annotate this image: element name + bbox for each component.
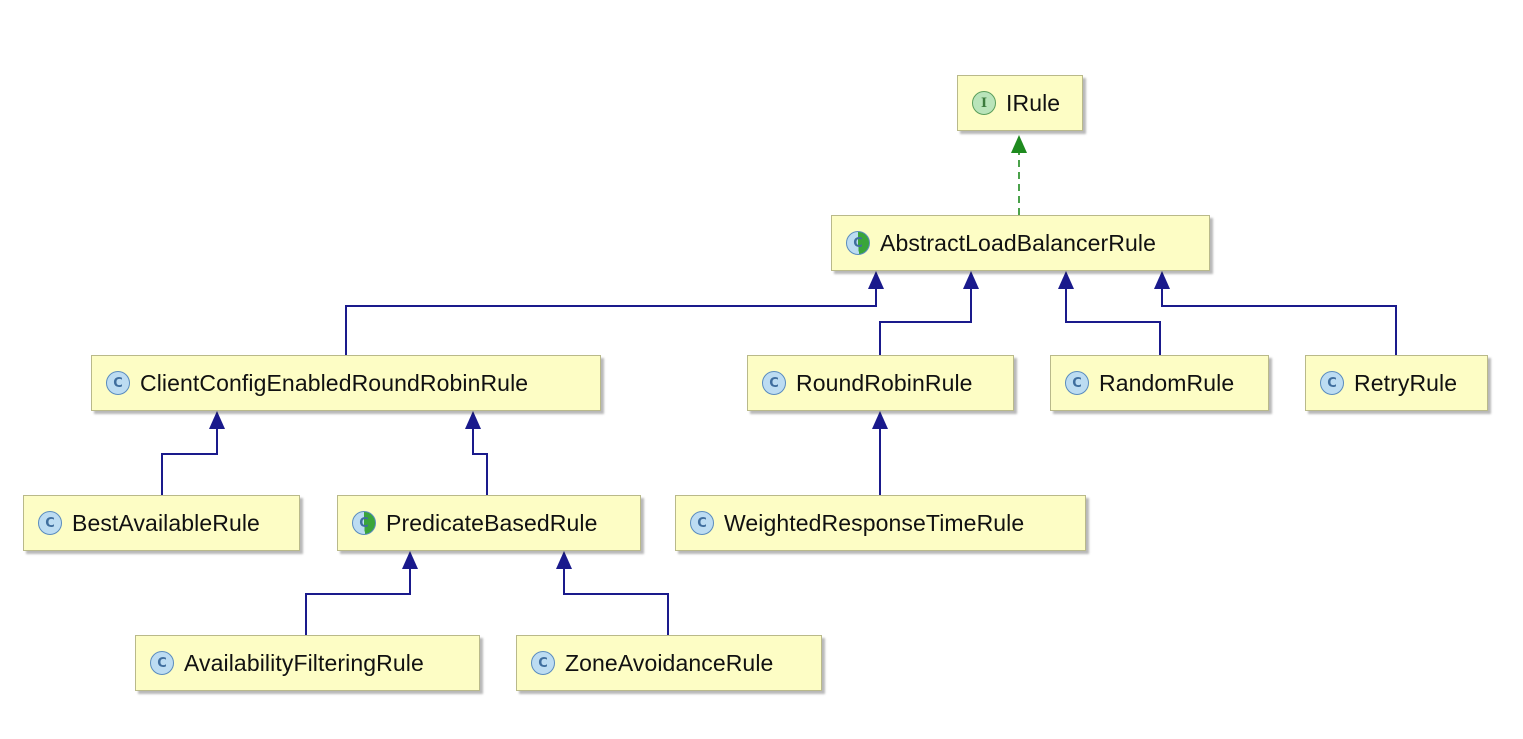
edge-arrowhead <box>872 411 888 429</box>
node-label: RandomRule <box>1099 369 1235 396</box>
edge-line <box>563 567 669 635</box>
edge-arrowhead <box>1058 271 1074 289</box>
edge-predicate-to-clientconfig <box>465 411 488 495</box>
edge-bestavailable-to-clientconfig <box>161 411 225 495</box>
node-label: RetryRule <box>1354 369 1458 396</box>
node-irule[interactable]: I IRule <box>957 75 1083 131</box>
class-c-icon: C <box>690 511 714 535</box>
edge-clientconfig-to-abstract <box>345 271 884 355</box>
node-label: ClientConfigEnabledRoundRobinRule <box>140 369 529 396</box>
abstract-class-icon: C <box>352 511 376 535</box>
node-client-config-enabled-round-robin-rule[interactable]: C ClientConfigEnabledRoundRobinRule <box>91 355 601 411</box>
class-c-icon: C <box>38 511 62 535</box>
node-random-rule[interactable]: C RandomRule <box>1050 355 1269 411</box>
abstract-class-icon: C <box>846 231 870 255</box>
class-c-icon: C <box>1320 371 1344 395</box>
node-label: AvailabilityFilteringRule <box>184 649 424 676</box>
edge-line <box>1065 287 1161 355</box>
edge-availability-to-predicate <box>305 551 418 635</box>
edge-arrowhead <box>963 271 979 289</box>
node-label: RoundRobinRule <box>796 369 973 396</box>
interface-i-icon: I <box>972 91 996 115</box>
edge-arrowhead <box>465 411 481 429</box>
edge-zoneavoidance-to-predicate <box>556 551 669 635</box>
class-c-icon: C <box>531 651 555 675</box>
node-retry-rule[interactable]: C RetryRule <box>1305 355 1488 411</box>
node-availability-filtering-rule[interactable]: C AvailabilityFilteringRule <box>135 635 480 691</box>
edge-line <box>345 287 877 355</box>
edge-line <box>1161 287 1397 355</box>
node-label: ZoneAvoidanceRule <box>565 649 774 676</box>
class-c-icon: C <box>106 371 130 395</box>
edge-arrowhead <box>1154 271 1170 289</box>
edge-abstract-to-irule <box>1011 135 1027 215</box>
edge-retry-to-abstract <box>1154 271 1397 355</box>
node-best-available-rule[interactable]: C BestAvailableRule <box>23 495 300 551</box>
node-abstract-load-balancer-rule[interactable]: C AbstractLoadBalancerRule <box>831 215 1210 271</box>
edge-arrowhead <box>209 411 225 429</box>
node-label: BestAvailableRule <box>72 509 260 536</box>
edge-arrowhead <box>402 551 418 569</box>
edge-line <box>305 567 411 635</box>
node-label: IRule <box>1006 89 1061 116</box>
edge-weighted-to-roundrobin <box>872 411 888 495</box>
edge-line <box>161 427 218 495</box>
class-c-icon: C <box>762 371 786 395</box>
node-label: PredicateBasedRule <box>386 509 598 536</box>
class-c-icon: C <box>150 651 174 675</box>
edge-arrowhead <box>868 271 884 289</box>
node-label: AbstractLoadBalancerRule <box>880 229 1157 256</box>
node-label: WeightedResponseTimeRule <box>724 509 1025 536</box>
node-round-robin-rule[interactable]: C RoundRobinRule <box>747 355 1014 411</box>
node-zone-avoidance-rule[interactable]: C ZoneAvoidanceRule <box>516 635 822 691</box>
edge-random-to-abstract <box>1058 271 1161 355</box>
edge-arrowhead <box>556 551 572 569</box>
edge-line <box>472 427 488 495</box>
edge-arrowhead <box>1011 135 1027 153</box>
node-weighted-response-time-rule[interactable]: C WeightedResponseTimeRule <box>675 495 1086 551</box>
edge-line <box>879 287 972 355</box>
class-c-icon: C <box>1065 371 1089 395</box>
node-predicate-based-rule[interactable]: C PredicateBasedRule <box>337 495 641 551</box>
edge-roundrobin-to-abstract <box>879 271 979 355</box>
